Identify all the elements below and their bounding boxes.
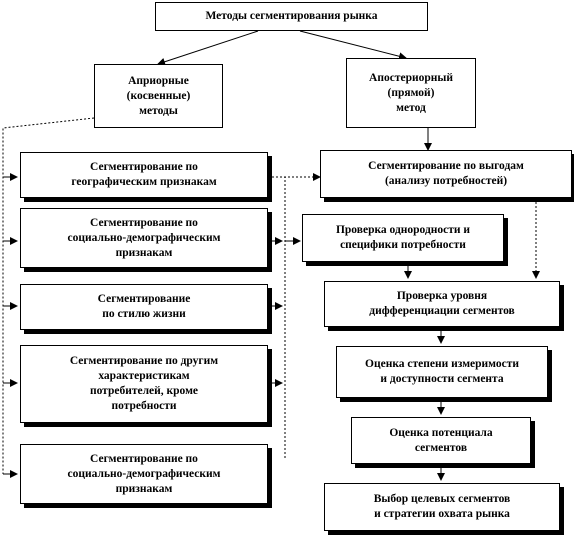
left-box-other-characteristics: Сегментирование по другим характеристика… bbox=[20, 345, 268, 423]
left-box-4-line-2: характеристикам bbox=[98, 370, 190, 382]
measurability-box: Оценка степени измеримости и доступности… bbox=[336, 346, 548, 398]
left-box-1-line-1: Сегментирование по bbox=[90, 161, 198, 173]
chain-3-line-2: сегментов bbox=[414, 441, 468, 454]
left-box-4-line-3: потребителей, кроме bbox=[89, 385, 199, 397]
potential-box: Оценка потенциала сегментов bbox=[351, 417, 531, 464]
apriori-line-3: методы bbox=[139, 104, 178, 117]
chain-1-line-2: дифференциации сегментов bbox=[369, 305, 515, 317]
homogeneity-line-1: Проверка однородности и bbox=[335, 224, 471, 236]
apriori-line-1: Априорные bbox=[128, 74, 189, 87]
benefit-line-1: Сегментирование по выгодам bbox=[368, 160, 524, 172]
left-box-1-line-2: географическим признакам bbox=[71, 176, 217, 188]
apriori-line-2: (косвенные) bbox=[126, 89, 191, 102]
left-box-5-line-3: признакам bbox=[115, 482, 173, 495]
apriori-box: Априорные (косвенные) методы bbox=[94, 64, 223, 128]
chain-4-line-1: Выбор целевых сегментов bbox=[373, 493, 511, 505]
chain-4-line-2: и стратегии охвата рынка bbox=[374, 508, 510, 520]
left-box-5-line-2: социально-демографическим bbox=[67, 467, 221, 480]
left-box-lifestyle: Сегментирование по стилю жизни bbox=[20, 284, 268, 330]
chain-2-line-1: Оценка степени измеримости bbox=[365, 358, 519, 370]
aposteriori-line-3: метод bbox=[396, 101, 426, 114]
arrow-title-to-apriori bbox=[157, 30, 259, 66]
left-box-geographic: Сегментирование по географическим призна… bbox=[20, 152, 268, 198]
arrow-title-to-aposteriori bbox=[299, 30, 407, 61]
left-box-2-line-3: признакам bbox=[115, 246, 173, 259]
left-box-sociodemographic: Сегментирование по социально-демографиче… bbox=[20, 208, 268, 268]
chain-3-line-1: Оценка потенциала bbox=[389, 426, 493, 439]
aposteriori-box: Апостериорный (прямой) метод bbox=[346, 58, 476, 128]
chain-2-line-2: и доступности сегмента bbox=[380, 373, 504, 385]
aposteriori-line-1: Апостериорный bbox=[369, 71, 453, 84]
left-box-4-line-4: потребности bbox=[111, 400, 177, 412]
homogeneity-box: Проверка однородности и специфики потреб… bbox=[302, 214, 504, 262]
target-selection-box: Выбор целевых сегментов и стратегии охва… bbox=[324, 483, 560, 531]
left-box-5-line-1: Сегментирование по bbox=[90, 452, 198, 465]
differentiation-box: Проверка уровня дифференциации сегментов bbox=[324, 281, 560, 327]
title-box: Методы сегментирования рынка bbox=[155, 2, 428, 31]
left-box-2-line-1: Сегментирование по bbox=[90, 216, 198, 229]
left-box-2-line-2: социально-демографическим bbox=[67, 231, 221, 244]
title-text: Методы сегментирования рынка bbox=[205, 10, 378, 22]
left-box-sociodemographic-2: Сегментирование по социально-демографиче… bbox=[20, 444, 268, 504]
homogeneity-line-2: специфики потребности bbox=[340, 239, 466, 251]
left-box-4-line-1: Сегментирование по другим bbox=[69, 355, 219, 367]
chain-1-line-1: Проверка уровня bbox=[396, 290, 488, 302]
benefit-line-2: (анализу потребностей) bbox=[384, 175, 508, 187]
benefit-box: Сегментирование по выгодам (анализу потр… bbox=[320, 150, 572, 198]
left-box-3-line-2: по стилю жизни bbox=[102, 308, 186, 320]
aposteriori-line-2: (прямой) bbox=[387, 86, 435, 99]
left-box-3-line-1: Сегментирование bbox=[97, 293, 191, 305]
